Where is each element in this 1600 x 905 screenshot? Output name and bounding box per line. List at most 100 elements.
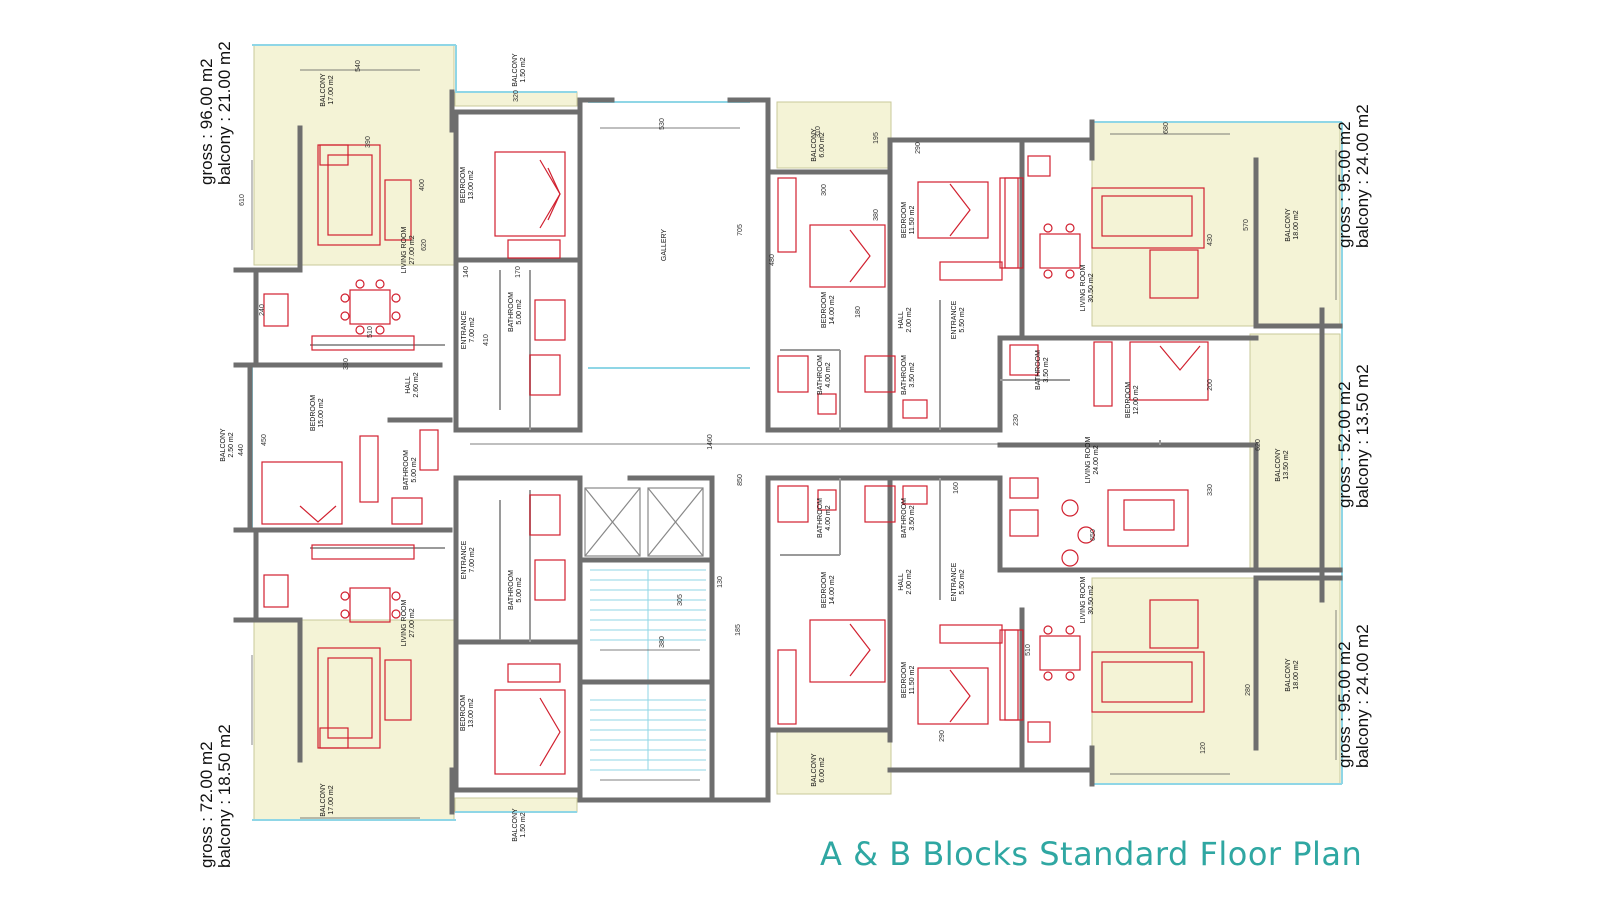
room-name: LIVING ROOM [401, 600, 408, 647]
room-area: 1.50 m2 [520, 812, 527, 837]
room-area: 7.00 m2 [469, 547, 476, 572]
room-area: 17.00 m2 [328, 785, 335, 814]
room-name: LIVING ROOM [401, 227, 408, 274]
dimension-label: 510 [1025, 644, 1032, 656]
room-area: 11.50 m2 [909, 666, 916, 695]
room-area: 2.50 m2 [228, 432, 235, 457]
dimension-label: 390 [365, 136, 372, 148]
room-area: 4.00 m2 [825, 505, 832, 530]
stair-core [590, 569, 706, 771]
balcony-top-right [1091, 121, 1341, 327]
room-area: 13.00 m2 [468, 170, 475, 199]
room-name: BEDROOM [821, 292, 828, 328]
room-area: 17.00 m2 [328, 75, 335, 104]
dimension-label: 180 [855, 306, 862, 318]
dimension-label: 510 [367, 326, 374, 338]
room-name: BATHROOM [1035, 350, 1042, 390]
dimension-label: 290 [915, 142, 922, 154]
room-name: BATHROOM [508, 570, 515, 610]
room-name: BALCONY [220, 428, 227, 462]
room-name: BATHROOM [403, 450, 410, 490]
dimension-label: 230 [1013, 414, 1020, 426]
gross-area-label: gross : 52.00 m2 [1335, 381, 1354, 508]
dimension-label: 480 [769, 254, 776, 266]
balcony-upper-mid [776, 101, 892, 169]
dimension-label: 1460 [707, 434, 714, 450]
room-name: ENTRANCE [461, 540, 468, 579]
room-area: 24.00 m2 [1093, 445, 1100, 474]
room-area: 5.00 m2 [516, 577, 523, 602]
balcony-lower-mid [776, 727, 892, 795]
room-area: 13.50 m2 [1283, 450, 1290, 479]
walls [233, 89, 1343, 815]
dimension-label: 380 [659, 636, 666, 648]
balcony-middle-right [1249, 333, 1341, 571]
dimension-label: 310 [815, 126, 822, 138]
dimension-label: 440 [238, 444, 245, 456]
room-name: HALL [898, 311, 905, 329]
dimension-label: 410 [483, 334, 490, 346]
unit-labels: gross : 96.00 m2 balcony : 21.00 m2 gros… [197, 41, 1372, 868]
balcony-area-label: balcony : 24.00 m2 [1353, 624, 1372, 768]
dimension-label: 380 [873, 209, 880, 221]
room-name: BALCONY [320, 73, 327, 107]
room-area: 4.00 m2 [825, 362, 832, 387]
unit-bottom-left-label: gross : 72.00 m2 balcony : 18.50 m2 [197, 724, 234, 868]
gross-area-label: gross : 72.00 m2 [197, 741, 216, 868]
balcony-bottom-left [253, 619, 455, 821]
dimension-label: 320 [513, 90, 520, 102]
unit-top-left-label: gross : 96.00 m2 balcony : 21.00 m2 [197, 41, 234, 185]
balcony-area-label: balcony : 24.00 m2 [1353, 104, 1372, 248]
room-area: 27.00 m2 [409, 235, 416, 264]
room-name: ENTRANCE [951, 562, 958, 601]
plan-title: A & B Blocks Standard Floor Plan [820, 835, 1363, 873]
room-name: BATHROOM [901, 498, 908, 538]
dimension-label: 570 [1243, 219, 1250, 231]
dimension-label: 850 [737, 474, 744, 486]
room-name: BALCONY [1285, 658, 1292, 692]
dimension-label: 430 [1207, 234, 1214, 246]
room-name: LIVING ROOM [1080, 265, 1087, 312]
dimension-label: 195 [873, 132, 880, 144]
dimension-label: 650 [1090, 529, 1097, 541]
room-name: BATHROOM [817, 498, 824, 538]
room-name: BEDROOM [1125, 382, 1132, 418]
room-area: 18.00 m2 [1293, 660, 1300, 689]
unit-bottom-right-label: gross : 95.00 m2 balcony : 24.00 m2 [1335, 624, 1372, 768]
room-name: BEDROOM [821, 572, 828, 608]
room-name: BATHROOM [901, 355, 908, 395]
unit-top-right-label: gross : 95.00 m2 balcony : 24.00 m2 [1335, 104, 1372, 248]
room-name: HALL [405, 376, 412, 394]
room-name: BALCONY [512, 53, 519, 87]
room-area: 6.00 m2 [819, 757, 826, 782]
room-area: 15.00 m2 [318, 398, 325, 427]
dimension-label: 620 [421, 239, 428, 251]
balcony-bottom-right [1091, 577, 1341, 785]
room-area: 11.50 m2 [909, 206, 916, 235]
room-name: BEDROOM [310, 395, 317, 431]
room-name: LIVING ROOM [1085, 437, 1092, 484]
room-name: BEDROOM [901, 202, 908, 238]
room-area: 2.00 m2 [906, 307, 913, 332]
room-area: 5.50 m2 [959, 569, 966, 594]
balcony-area-label: balcony : 13.50 m2 [1353, 364, 1372, 508]
